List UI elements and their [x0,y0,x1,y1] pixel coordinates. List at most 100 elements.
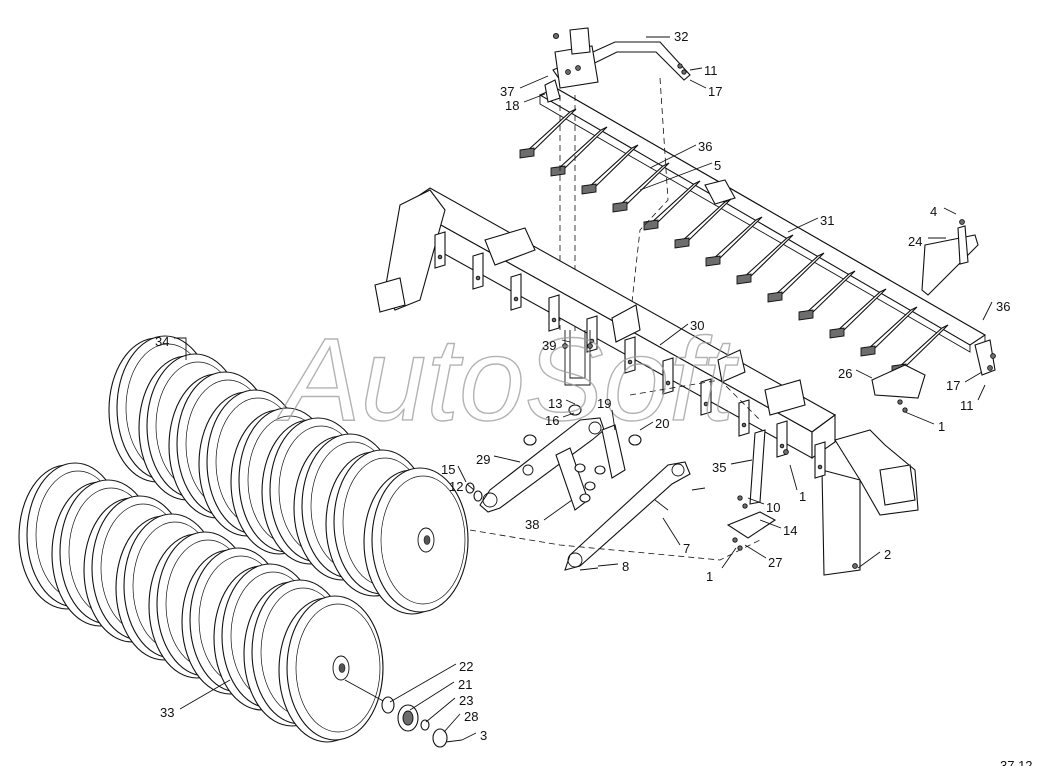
frame-lug [510,273,522,311]
harrow-tine [586,144,639,189]
tine-tip [798,309,814,321]
leader-line [523,93,546,103]
leader-line [466,483,475,491]
callout-17: 17 [946,378,960,393]
tine-tip [643,219,659,231]
callout-20: 20 [655,416,669,431]
leader-line [639,162,713,191]
callout-38: 38 [525,517,539,532]
leader-line [982,301,993,321]
callout-28: 28 [464,709,478,724]
shank-35 [726,429,858,569]
bracket-26 [871,339,996,413]
callout-33: 33 [160,705,174,720]
lug-bolt [779,443,785,449]
leader-line [519,75,549,89]
leader-line [759,519,782,529]
lug-bolt [513,296,519,302]
axle-line [344,679,386,703]
callout-1: 1 [799,489,806,504]
harrow-tine [710,216,763,261]
lug-bolt [475,275,481,281]
leader-line [425,697,456,723]
lug-bolt [741,422,747,428]
callout-21: 21 [458,677,472,692]
leader-line [689,67,703,71]
harrow-tine [803,270,856,315]
callout-36: 36 [996,299,1010,314]
callout-39: 39 [542,338,556,353]
frame-lug [472,252,484,290]
leader-line [977,384,986,401]
disc-front [278,595,384,743]
callout-31: 31 [820,213,834,228]
lug-bolt [551,317,557,323]
callout-7: 7 [683,541,690,556]
harrow-tine [772,252,825,297]
callout-5: 5 [714,158,721,173]
tine-tip [860,345,876,357]
callout-1: 1 [938,419,945,434]
lug-bolt [627,359,633,365]
callout-24: 24 [908,234,922,249]
frame-lug [434,231,446,269]
leader-line [597,563,619,567]
callout-23: 23 [459,693,473,708]
callout-14: 14 [783,523,797,538]
lug-bolt [703,401,709,407]
callout-15: 15 [441,462,455,477]
disc-gangs [18,335,469,743]
leader-line [389,663,457,703]
harrow-tine [741,234,794,279]
callout-3: 3 [480,728,487,743]
leader-line [561,339,571,343]
leader-line [662,517,681,546]
tine-tip [674,237,690,249]
leader-line [649,144,697,169]
leader-line [659,323,689,346]
harrow-tine [648,180,701,225]
tine-tip [767,291,783,303]
callout-11: 11 [704,63,718,78]
callout-16: 16 [545,413,559,428]
watermark: AutoSoft [276,314,739,446]
callout-29: 29 [476,452,490,467]
leader-line [943,207,957,215]
leader-line [179,679,231,710]
callout-36: 36 [698,139,712,154]
leader-line [461,732,477,741]
tine-tip [829,327,845,339]
callout-2: 2 [884,547,891,562]
leader-line [611,409,616,431]
harrow-bar-assembly [519,87,987,375]
callout-13: 13 [548,396,562,411]
harrow-tine [834,288,887,333]
harrow-tine [617,162,670,207]
leader-line [904,411,935,425]
callout-19: 19 [597,396,611,411]
tine-tip [612,201,628,213]
frame-lug [586,315,598,353]
disc-rear [363,467,469,615]
main-frame [374,187,919,576]
u-bolt-39 [562,330,593,386]
callout-8: 8 [622,559,629,574]
leader-line [565,399,576,405]
tine-tip [736,273,752,285]
callout-22: 22 [459,659,473,674]
leader-line [964,371,983,383]
leader-line [787,217,819,233]
tine-tip [705,255,721,267]
leader-line [174,337,187,360]
leader-line [730,459,753,465]
harrow-tine [679,198,732,243]
harrow-tine [896,324,949,369]
bracket-24 [921,219,979,296]
frame-lug [700,378,712,416]
callout-12: 12 [449,479,463,494]
linkage-arms [465,379,761,571]
leader-line [857,551,881,569]
hub-parts [381,696,463,748]
